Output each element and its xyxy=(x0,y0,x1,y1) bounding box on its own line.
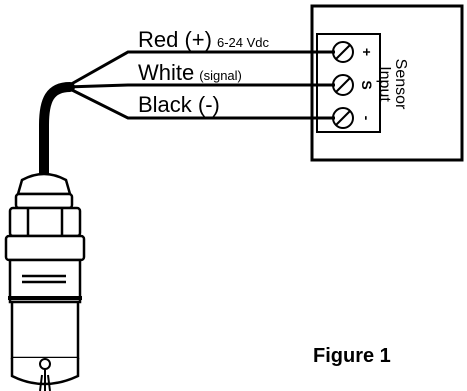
wire-white xyxy=(65,83,335,89)
wires xyxy=(65,50,335,120)
figure-caption: Figure 1 xyxy=(313,345,391,367)
wire-label-white: White(signal) xyxy=(138,60,242,85)
terminal-plus xyxy=(332,41,354,63)
wire-label-black: Black (-) xyxy=(138,92,220,117)
terminal-label-minus: - xyxy=(359,116,375,121)
terminal-signal xyxy=(332,74,354,96)
wire-black xyxy=(65,85,335,120)
sensor-box-title-line1: Sensor xyxy=(392,59,409,110)
terminal-label-plus: + xyxy=(359,48,375,56)
wire-red xyxy=(65,50,335,89)
wire-label-red: Red (+)6-24 Vdc xyxy=(138,27,270,52)
sensor-tip-element xyxy=(39,358,51,391)
sensor-body xyxy=(4,172,86,386)
terminal-label-signal: S xyxy=(359,80,375,89)
terminal-minus xyxy=(332,107,354,129)
sensor-box-title-line2: Input xyxy=(376,66,393,102)
sensor-cable xyxy=(39,82,75,183)
